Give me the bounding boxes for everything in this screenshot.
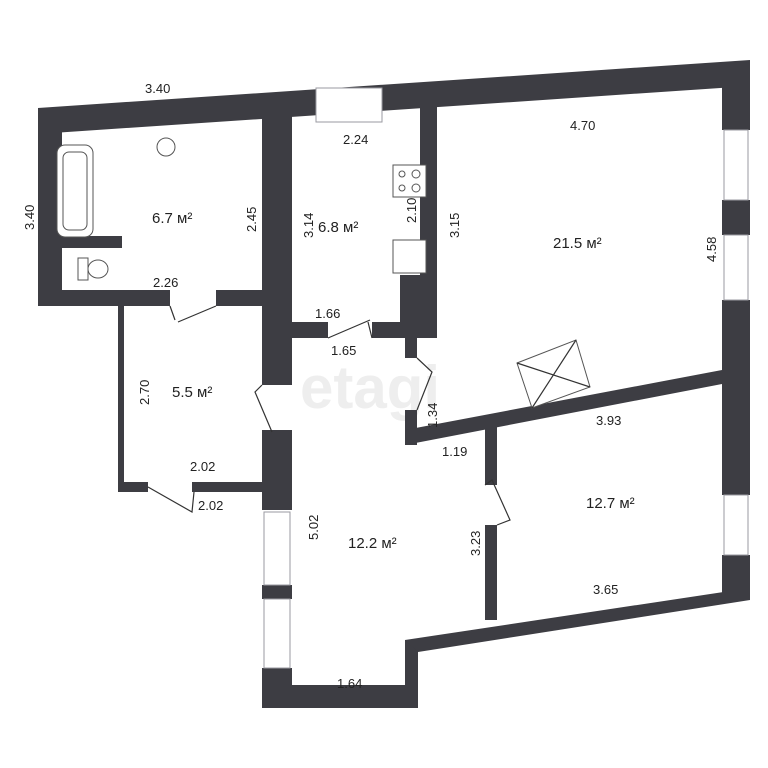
stove-icon (392, 164, 427, 198)
dim: 1.34 (425, 403, 440, 428)
window (723, 234, 749, 301)
dim: 2.24 (343, 132, 368, 147)
dim: 4.58 (704, 237, 719, 262)
dim: 4.70 (570, 118, 595, 133)
area-corridor: 12.2 м² (348, 535, 397, 552)
dim: 2.26 (153, 275, 178, 290)
dim: 3.15 (447, 213, 462, 238)
dim: 1.19 (442, 444, 467, 459)
dim: 3.40 (22, 205, 37, 230)
area-labels: 6.7 м² 6.8 м² 21.5 м² 5.5 м² 12.2 м² 12.… (152, 210, 635, 552)
dim: 2.45 (244, 207, 259, 232)
windows (263, 87, 749, 669)
dim: 1.64 (337, 676, 362, 691)
dim: 2.10 (404, 198, 419, 223)
window (315, 87, 383, 123)
dim: 3.40 (145, 81, 170, 96)
dim: 3.23 (468, 531, 483, 556)
watermark: etagi (300, 354, 440, 421)
dim: 2.02 (190, 459, 215, 474)
area-bathroom: 6.7 м² (152, 210, 192, 227)
window (723, 129, 749, 201)
area-small-room: 5.5 м² (172, 384, 212, 401)
area-living-room: 21.5 м² (553, 235, 602, 252)
kitchen-sink-icon (392, 239, 427, 274)
toilet-icon (77, 257, 89, 281)
dim: 3.93 (596, 413, 621, 428)
dim: 3.14 (301, 213, 316, 238)
dim: 1.66 (315, 306, 340, 321)
fixtures (56, 137, 591, 409)
walls (38, 60, 750, 708)
area-kitchen: 6.8 м² (318, 219, 358, 236)
sink-icon (156, 137, 176, 157)
window (723, 494, 749, 556)
dim: 2.70 (137, 380, 152, 405)
dimension-labels: 3.40 3.40 2.45 2.26 2.24 3.14 2.10 1.66 … (22, 81, 719, 691)
dim: 1.65 (331, 343, 356, 358)
dim: 5.02 (306, 515, 321, 540)
doors (147, 305, 511, 526)
dim: 2.02 (198, 498, 223, 513)
dim: 3.65 (593, 582, 618, 597)
window (263, 598, 291, 669)
window (263, 511, 291, 586)
area-bedroom: 12.7 м² (586, 495, 635, 512)
